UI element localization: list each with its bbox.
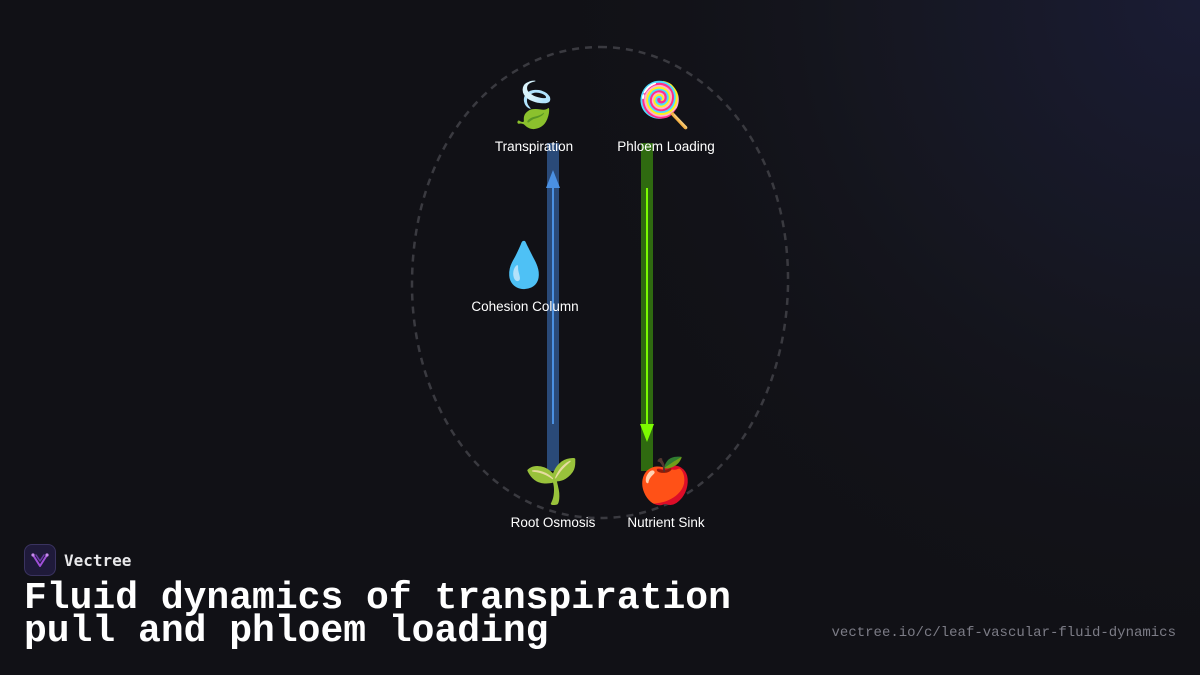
source-url: vectree.io/c/leaf-vascular-fluid-dynamic… [831, 625, 1176, 641]
brand-name: Vectree [64, 550, 132, 570]
xylem-arrowhead-up [546, 170, 560, 188]
vectree-logo-icon [24, 544, 56, 576]
seedling-icon: 🌱 [524, 456, 580, 507]
lollipop-icon: 🍭 [636, 80, 692, 131]
cohesion-column-label: Cohesion Column [471, 299, 579, 314]
nutrient-sink-label: Nutrient Sink [627, 515, 705, 530]
phloem-arrowhead-down [640, 424, 654, 442]
page-title: Fluid dynamics of transpiration pull and… [24, 577, 731, 653]
transpiration-label: Transpiration [494, 139, 574, 154]
water-drop-icon: 💧 [496, 240, 552, 291]
leaf-icon: 🍃 [506, 80, 562, 131]
root-osmosis-label: Root Osmosis [510, 515, 596, 530]
plant-boundary [410, 45, 790, 520]
apple-icon: 🍎 [637, 456, 693, 507]
phloem-loading-label: Phloem Loading [617, 139, 715, 154]
brand: Vectree [24, 544, 131, 576]
